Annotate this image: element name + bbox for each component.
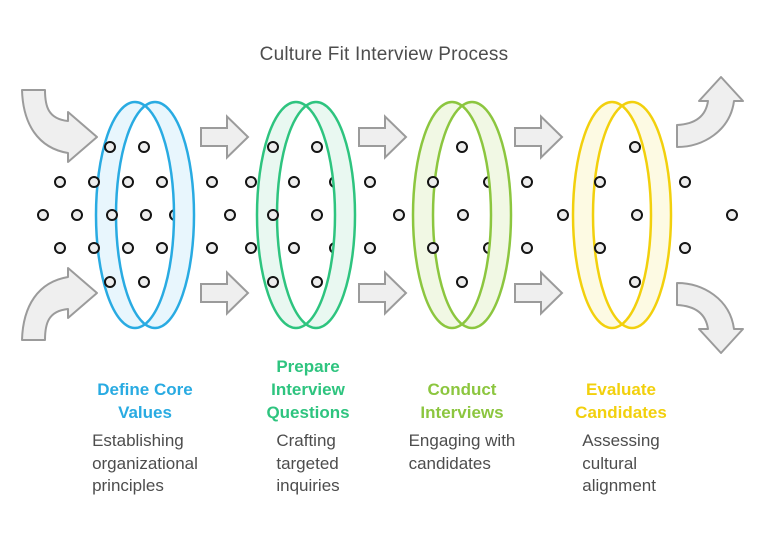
candidate-dot — [88, 176, 100, 188]
candidate-dot — [557, 209, 569, 221]
stage-description-conduct-interviews: Engaging with candidates — [408, 431, 516, 473]
stage-description-prepare-interview-questions: Crafting targeted inquiries — [276, 431, 340, 495]
candidate-dot — [594, 242, 606, 254]
candidate-dot — [521, 242, 533, 254]
stage-label-evaluate-candidates: Evaluate Candidates — [575, 380, 667, 422]
candidate-dot — [456, 276, 468, 288]
candidate-dot — [71, 209, 83, 221]
candidate-dot — [457, 209, 469, 221]
candidate-dots-behind — [169, 176, 495, 254]
candidate-dot — [267, 276, 279, 288]
candidate-dot — [245, 176, 257, 188]
candidate-dot — [224, 209, 236, 221]
diagram-title: Culture Fit Interview Process — [259, 44, 509, 65]
candidate-dot — [364, 176, 376, 188]
flow-arrow-top-3 — [514, 114, 564, 160]
filter-ring-conduct-interviews — [411, 100, 513, 330]
flow-arrow-bottom-2 — [358, 270, 408, 316]
candidate-dot — [393, 209, 405, 221]
stage-description-evaluate-candidates: Assessing cultural alignment — [582, 431, 660, 495]
candidate-dot — [156, 176, 168, 188]
candidate-dot — [138, 276, 150, 288]
candidate-dot — [37, 209, 49, 221]
candidate-dot — [726, 209, 738, 221]
candidate-dot — [106, 209, 118, 221]
candidate-dot — [427, 176, 439, 188]
candidate-dot — [594, 176, 606, 188]
candidate-dot — [245, 242, 257, 254]
candidate-dot — [104, 141, 116, 153]
candidate-dot — [679, 176, 691, 188]
candidate-dot — [54, 242, 66, 254]
stage-column-define-core-values: Define Core Values Establishing organiza… — [65, 356, 225, 498]
candidate-dot — [206, 242, 218, 254]
candidate-dot — [629, 276, 641, 288]
stage-column-conduct-interviews: Conduct Interviews Engaging with candida… — [382, 356, 542, 475]
candidate-dot — [140, 209, 152, 221]
candidate-dot — [138, 141, 150, 153]
filter-ring-evaluate-candidates — [571, 100, 673, 330]
flow-arrow-bottom-3 — [514, 270, 564, 316]
stage-column-prepare-interview-questions: Prepare Interview Questions Crafting tar… — [228, 356, 388, 498]
stage-label-define-core-values: Define Core Values — [97, 380, 193, 422]
candidate-dot — [456, 141, 468, 153]
candidate-dot — [364, 242, 376, 254]
flow-arrow-top-1 — [200, 114, 250, 160]
candidate-dots — [37, 141, 738, 288]
entry-arrow-bottom — [21, 267, 98, 341]
candidate-dot — [288, 242, 300, 254]
candidate-dot — [311, 209, 323, 221]
candidate-dot — [311, 276, 323, 288]
candidate-dot — [54, 176, 66, 188]
stage-column-evaluate-candidates: Evaluate Candidates Assessing cultural a… — [541, 356, 701, 498]
stage-label-prepare-interview-questions: Prepare Interview Questions — [266, 357, 350, 422]
exit-arrow-top — [676, 76, 744, 148]
candidate-dot — [122, 242, 134, 254]
candidate-dot — [206, 176, 218, 188]
candidate-dot — [427, 242, 439, 254]
flow-arrow-bottom-1 — [200, 270, 250, 316]
candidate-dot — [629, 141, 641, 153]
candidate-dot — [156, 242, 168, 254]
candidate-dot — [521, 176, 533, 188]
flow-arrow-top-2 — [358, 114, 408, 160]
entry-arrow-top — [21, 89, 98, 163]
candidate-dot — [267, 141, 279, 153]
candidate-dot — [267, 209, 279, 221]
exit-arrow-bottom — [676, 282, 744, 354]
candidate-dot — [104, 276, 116, 288]
candidate-dot — [288, 176, 300, 188]
candidate-dot — [122, 176, 134, 188]
stage-description-define-core-values: Establishing organizational principles — [92, 431, 198, 495]
stage-label-conduct-interviews: Conduct Interviews — [420, 380, 504, 422]
candidate-dot — [311, 141, 323, 153]
candidate-dot — [679, 242, 691, 254]
candidate-dot — [631, 209, 643, 221]
candidate-dot — [88, 242, 100, 254]
